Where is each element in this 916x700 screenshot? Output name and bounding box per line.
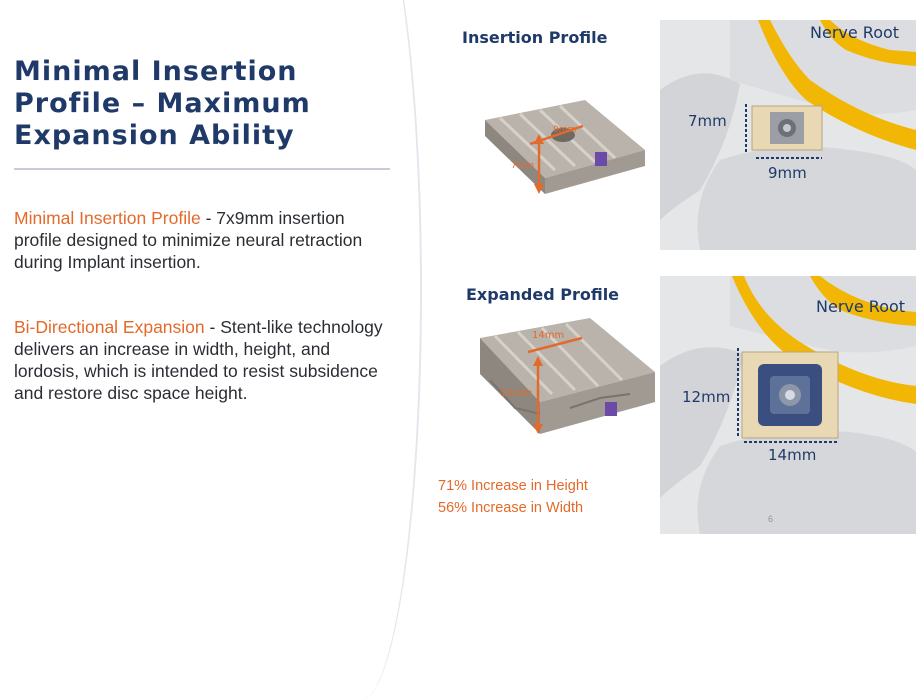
slide-divider-arc xyxy=(300,0,422,700)
feature-bidirectional-expansion: Bi-Directional Expansion - Stent-like te… xyxy=(14,316,384,404)
expanded-profile-label: Expanded Profile xyxy=(466,285,620,304)
spine-width-label: 9mm xyxy=(768,164,807,182)
implant-height-label: 7mm xyxy=(511,161,534,171)
spine-height-label: 12mm xyxy=(682,388,730,406)
spine-height-label: 7mm xyxy=(688,112,727,130)
feature-insertion-profile: Minimal Insertion Profile - 7x9mm insert… xyxy=(14,207,384,273)
width-increase-stat: 56% Increase in Width xyxy=(438,500,584,516)
implant-width-label: 14mm xyxy=(532,330,564,341)
implant-insertion-image: 9mm 7mm xyxy=(485,100,645,194)
page-number: 6 xyxy=(768,514,774,524)
nerve-root-label: Nerve Root xyxy=(816,297,905,316)
feature-body: - Stent-like technology delivers an incr… xyxy=(14,317,383,403)
insertion-profile-label: Insertion Profile xyxy=(462,28,608,47)
feature-lead: Minimal Insertion Profile xyxy=(14,208,201,228)
implant-expanded-image: 14mm 12mm xyxy=(480,318,655,434)
spine-width-label: 14mm xyxy=(768,446,816,464)
implant-width-label: 9mm xyxy=(553,125,576,135)
nerve-root-label: Nerve Root xyxy=(810,23,899,42)
implant-height-label: 12mm xyxy=(500,388,532,399)
feature-body: - 7x9mm insertion profile designed to mi… xyxy=(14,208,363,272)
title-underline xyxy=(14,168,390,170)
feature-lead: Bi-Directional Expansion xyxy=(14,317,205,337)
spine-insertion-image: 7mm 9mm Nerve Root xyxy=(660,20,916,250)
height-increase-stat: 71% Increase in Height xyxy=(438,478,588,494)
slide-title: Minimal Insertion Profile – Maximum Expa… xyxy=(14,56,311,151)
spine-expanded-image: 12mm 14mm Nerve Root xyxy=(660,276,916,534)
